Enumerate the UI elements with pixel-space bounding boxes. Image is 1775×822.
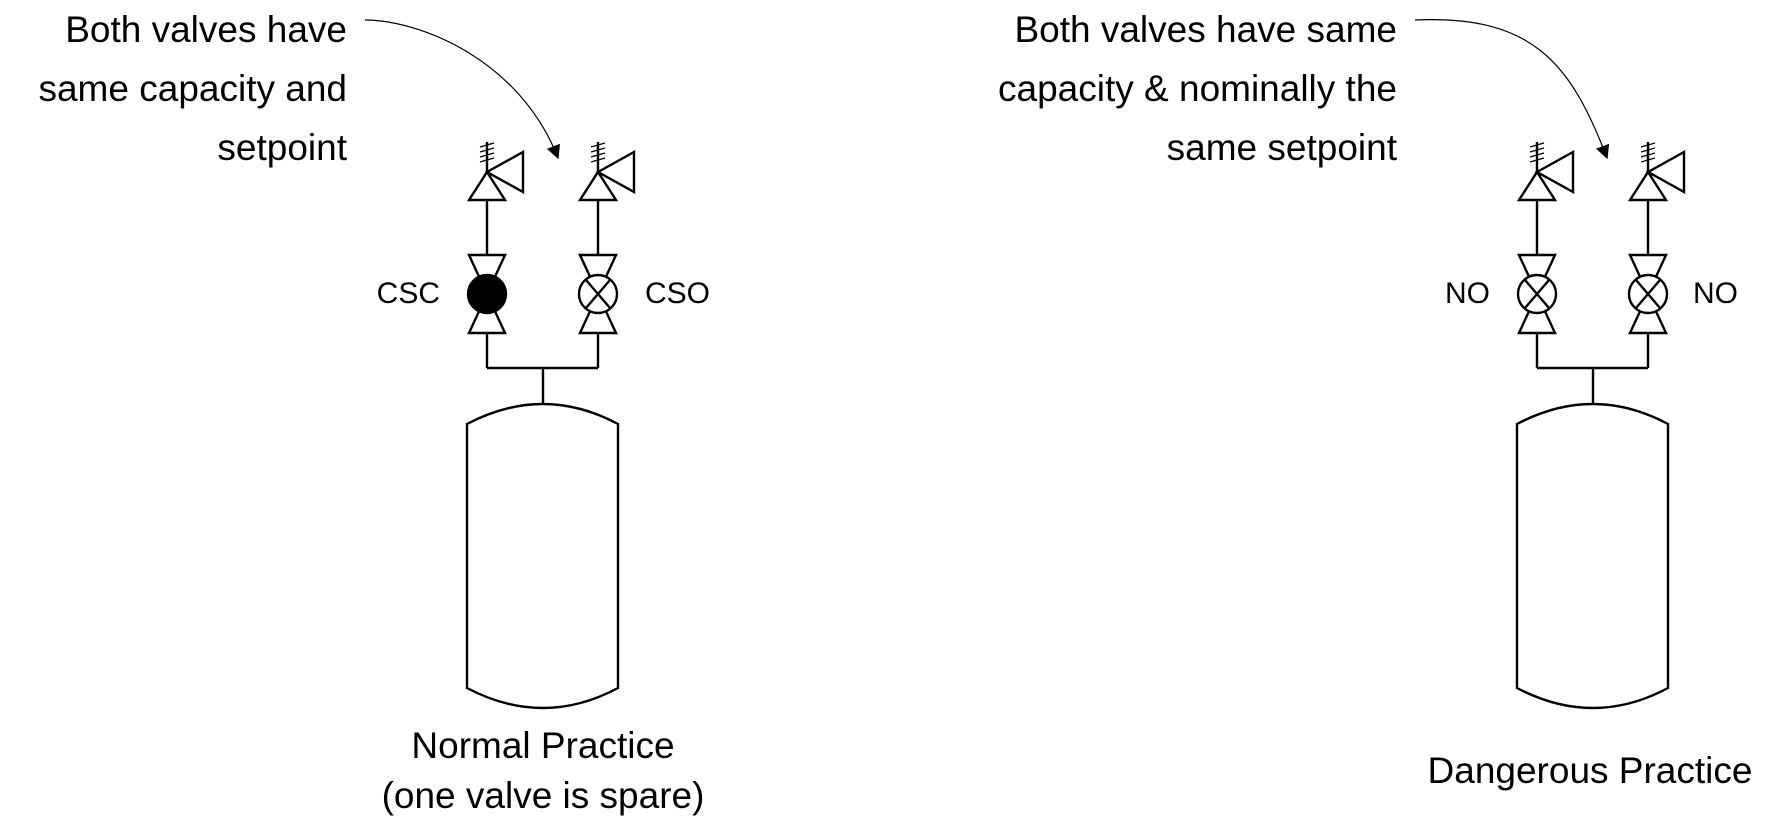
left-manifold <box>487 366 598 404</box>
left-valve-stack-2 <box>577 140 636 368</box>
right-valve-stack-2 <box>1627 140 1686 368</box>
right-note-line-2: capacity & nominally the <box>998 68 1397 109</box>
left-vessel <box>465 402 620 710</box>
left-caption-line-2: (one valve is spare) <box>382 775 705 816</box>
right-note-line-1: Both valves have same <box>1014 9 1397 50</box>
right-valve-stack-1 <box>1516 140 1575 368</box>
left-valve-stack-1 <box>466 140 525 368</box>
right-manifold <box>1537 366 1648 404</box>
left-note-line-2: same capacity and <box>38 68 347 109</box>
right-caption-line-1: Dangerous Practice <box>1428 750 1753 791</box>
left-valve-tag-2: CSO <box>645 277 710 310</box>
left-valve-tag-1: CSC <box>377 277 440 310</box>
left-note-line-1: Both valves have <box>65 9 347 50</box>
right-vessel <box>1515 402 1670 710</box>
normal-practice-group: Both valves have same capacity and setpo… <box>38 9 710 816</box>
closed-valve-indicator <box>466 273 508 315</box>
right-valve-tag-1: NO <box>1445 277 1490 310</box>
right-valve-tag-2: NO <box>1693 277 1738 310</box>
dangerous-practice-group: Both valves have same capacity & nominal… <box>998 9 1752 791</box>
left-note-line-3: setpoint <box>217 127 347 168</box>
left-note-arrow <box>364 19 560 160</box>
left-caption-line-1: Normal Practice <box>411 725 674 766</box>
right-note-arrow <box>1414 19 1610 160</box>
right-note-line-3: same setpoint <box>1167 127 1398 168</box>
